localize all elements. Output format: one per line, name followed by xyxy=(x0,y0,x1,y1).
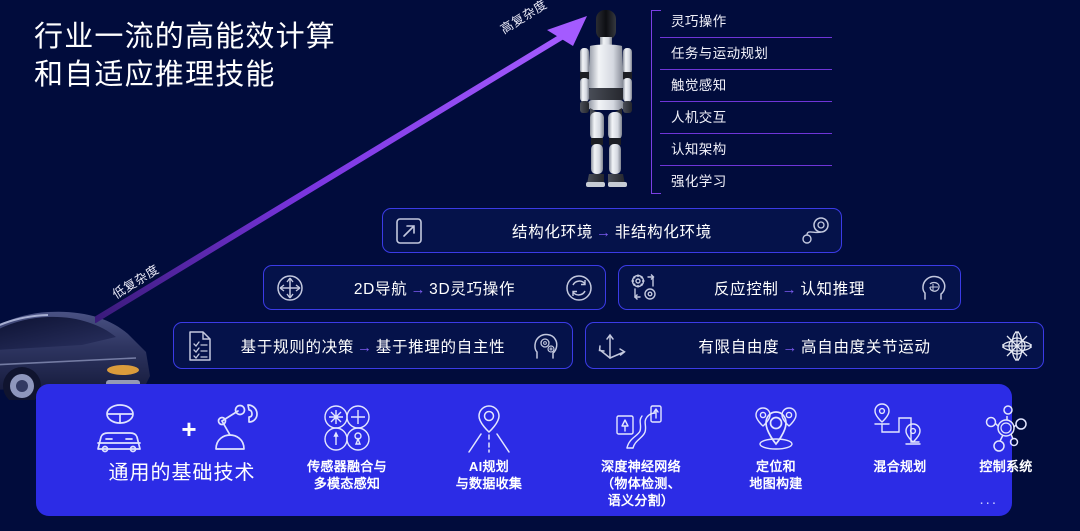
foundation-label: 控制系统 xyxy=(979,459,1033,474)
transition-text: 结构化环境→非结构化环境 xyxy=(435,220,789,242)
to-label: 高自由度关节运动 xyxy=(801,338,931,356)
list-item[interactable]: 人机交互 xyxy=(660,102,832,134)
ellipsis-indicator: ... xyxy=(979,491,998,508)
arrow-glyph: → xyxy=(782,338,799,356)
foundation-label: 定位和 地图构建 xyxy=(749,459,803,491)
path-loop-icon xyxy=(789,216,841,246)
foundation-label: 深度神经网络 （物体检测、 语义分割） xyxy=(601,459,681,508)
list-item[interactable]: 强化学习 xyxy=(671,174,727,189)
transition-text: 2D导航→3D灵巧操作 xyxy=(316,277,553,299)
transition-text: 反应控制→认知推理 xyxy=(671,277,908,299)
refresh-cycle-icon xyxy=(553,274,605,302)
arrow-glyph: → xyxy=(410,280,427,298)
list-item[interactable]: 触觉感知 xyxy=(660,70,832,102)
humanoid-robot xyxy=(566,4,646,190)
from-label: 基于规则的决策 xyxy=(240,338,355,356)
joint-sphere-icon xyxy=(991,329,1043,363)
foundation-item[interactable]: 控制系统 xyxy=(946,400,1066,475)
page-title: 行业一流的高能效计算 和自适应推理技能 xyxy=(34,21,337,91)
car-plus-robot-arm-icon: + xyxy=(48,398,316,460)
from-label: 结构化环境 xyxy=(512,223,594,241)
complexity-arrow: 高复杂度 低复杂度 xyxy=(92,0,615,328)
to-label: 非结构化环境 xyxy=(614,223,712,241)
sensor-fusion-icon xyxy=(272,400,422,458)
transition-card-rule[interactable]: 基于规则的决策→基于推理的自主性 xyxy=(173,322,573,369)
foundation-label: 传感器融合与 多模态感知 xyxy=(307,459,387,491)
foundation-label: AI规划 与数据收集 xyxy=(455,459,523,491)
foundation-label: 通用的基础技术 xyxy=(108,462,256,484)
arrow-up-right-box-icon xyxy=(383,217,435,245)
control-network-icon xyxy=(946,400,1066,458)
transition-card-env[interactable]: 结构化环境→非结构化环境 xyxy=(382,208,842,253)
transition-card-nav[interactable]: 2D导航→3D灵巧操作 xyxy=(263,265,606,310)
localization-pins-icon xyxy=(711,400,841,458)
transition-card-dof[interactable]: 有限自由度→高自由度关节运动 xyxy=(585,322,1044,369)
list-item[interactable]: 认知架构 xyxy=(660,134,832,166)
gears-loop-icon xyxy=(619,273,671,303)
list-item[interactable]: 任务与运动规划 xyxy=(660,38,832,70)
pin-road-icon xyxy=(419,400,559,458)
plus-sign: + xyxy=(181,414,197,444)
from-label: 反应控制 xyxy=(713,280,779,298)
to-label: 基于推理的自主性 xyxy=(375,338,506,356)
transition-text: 基于规则的决策→基于推理的自主性 xyxy=(226,335,520,357)
hybrid-path-icon xyxy=(836,400,964,458)
capability-list: 灵巧操作 任务与运动规划 触觉感知 人机交互 认知架构 强化学习 xyxy=(651,6,832,196)
head-brain-icon xyxy=(908,273,960,303)
to-label: 3D灵巧操作 xyxy=(429,280,516,298)
foundation-bar: + 通用的基础技术 传感器融合与 多模态感知 AI规划 与数据收集 xyxy=(36,384,1032,516)
foundation-item[interactable]: 传感器融合与 多模态感知 xyxy=(272,400,422,492)
arrow-glyph: → xyxy=(781,280,798,298)
from-label: 有限自由度 xyxy=(698,338,780,356)
foundation-item[interactable]: AI规划 与数据收集 xyxy=(419,400,559,492)
from-label: 2D导航 xyxy=(353,280,408,298)
transition-text: 有限自由度→高自由度关节运动 xyxy=(638,335,991,357)
foundation-label: 混合规划 xyxy=(873,459,927,474)
four-way-move-icon xyxy=(264,274,316,302)
arrow-glyph: → xyxy=(596,223,612,241)
head-gears-icon xyxy=(520,331,572,361)
list-item[interactable]: 灵巧操作 xyxy=(660,6,832,38)
checklist-document-icon xyxy=(174,330,226,362)
foundation-item[interactable]: 定位和 地图构建 xyxy=(711,400,841,492)
foundation-item[interactable]: 深度神经网络 （物体检测、 语义分割） xyxy=(561,400,721,509)
foundation-item[interactable]: 混合规划 xyxy=(836,400,964,475)
transition-card-ctrl[interactable]: 反应控制→认知推理 xyxy=(618,265,961,310)
road-detection-icon xyxy=(561,400,721,458)
axes-3d-icon xyxy=(586,330,638,362)
arrow-glyph: → xyxy=(357,338,373,356)
to-label: 认知推理 xyxy=(800,280,866,298)
foundation-item[interactable]: + 通用的基础技术 xyxy=(48,398,316,486)
list-bracket xyxy=(651,10,661,194)
